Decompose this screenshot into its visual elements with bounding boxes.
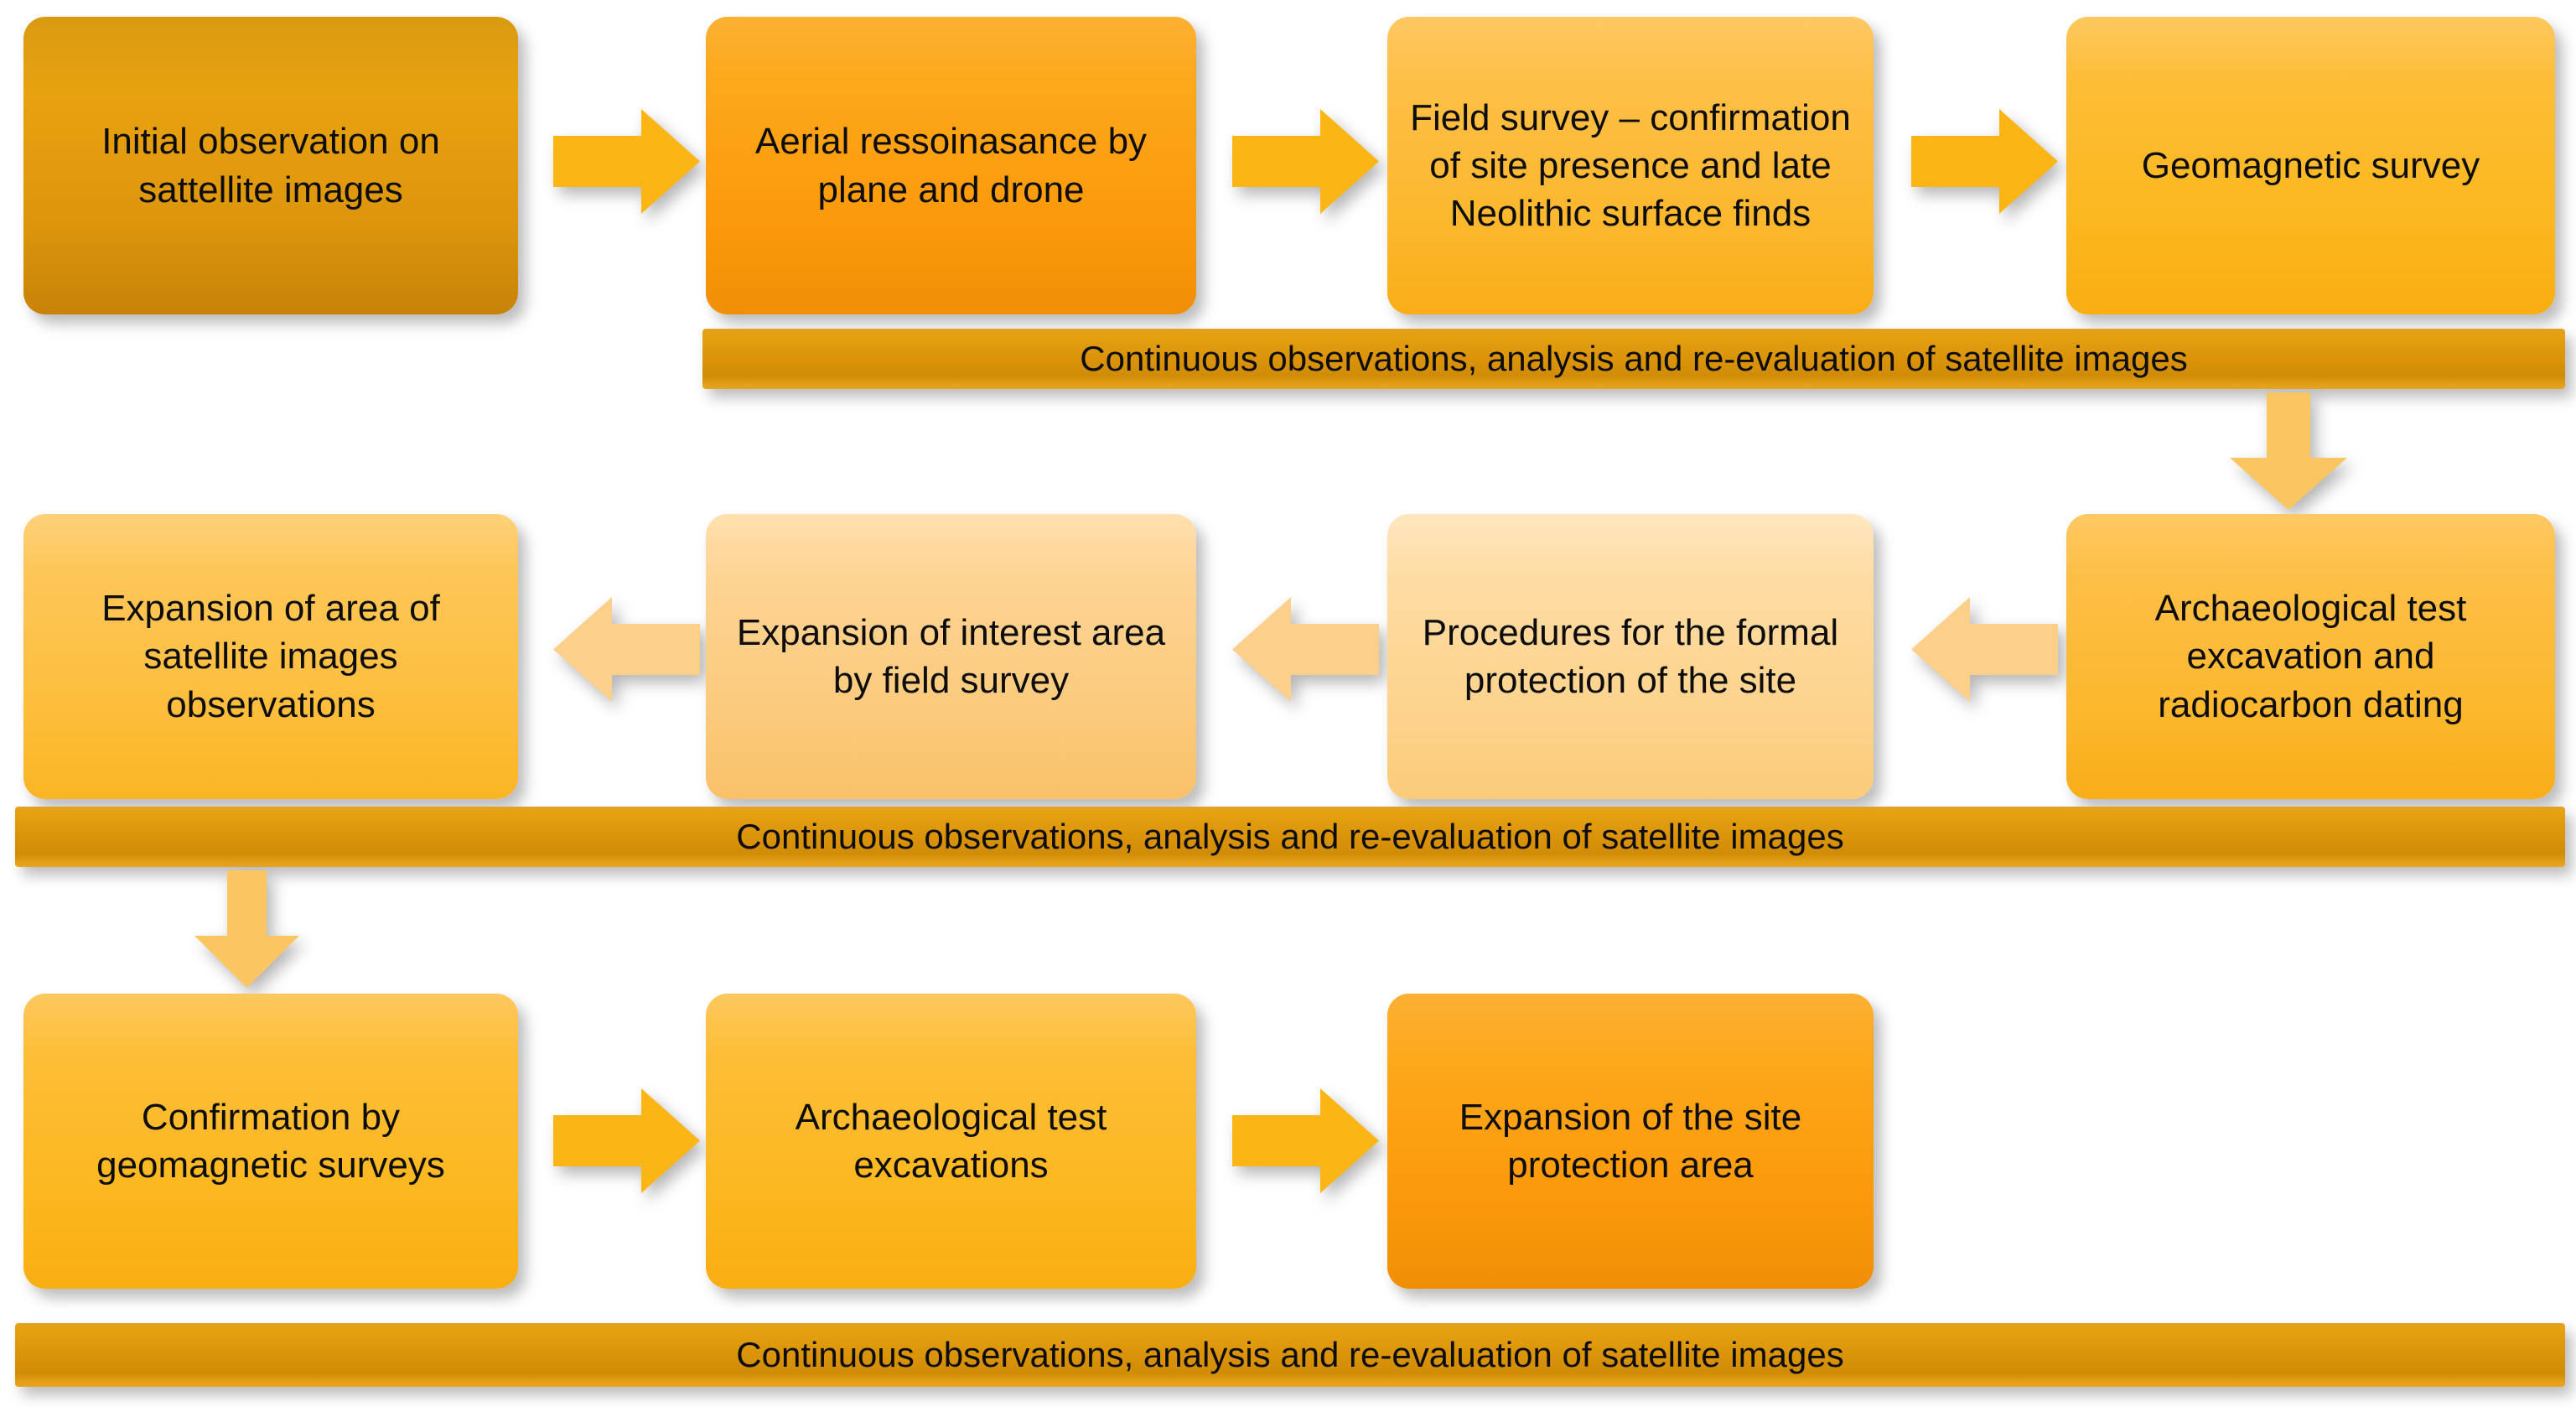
process-box-label: Procedures for the formal protection of … (1422, 611, 1839, 701)
banner-label: Continuous observations, analysis and re… (736, 817, 1844, 856)
process-box-aerial-reconnaissance[interactable]: Aerial ressoinasance by plane and drone (706, 17, 1196, 314)
process-box-label: Geomagnetic survey (2141, 144, 2480, 186)
banner-continuous-observations-2: Continuous observations, analysis and re… (15, 807, 2565, 867)
arrow-down-icon (194, 870, 299, 988)
banner-continuous-observations-3: Continuous observations, analysis and re… (15, 1323, 2565, 1387)
process-box-label: Initial observation on sattellite images (101, 121, 440, 210)
arrow-right-icon (1232, 109, 1379, 214)
arrow-down-icon (2230, 392, 2347, 510)
process-box-label: Archaeological test excavations (795, 1096, 1107, 1186)
arrow-left-icon (1232, 597, 1379, 702)
arrow-right-icon (553, 109, 700, 214)
process-box-expansion-of-satellite-observation-area[interactable]: Expansion of area of satellite images ob… (23, 514, 518, 799)
process-box-archaeological-test-excavations[interactable]: Archaeological test excavations (706, 994, 1196, 1289)
arrow-left-icon (553, 597, 700, 702)
banner-label: Continuous observations, analysis and re… (1080, 339, 2188, 378)
process-box-geomagnetic-survey[interactable]: Geomagnetic survey (2066, 17, 2555, 314)
arrow-right-icon (553, 1088, 700, 1193)
process-box-expansion-of-site-protection-area[interactable]: Expansion of the site protection area (1387, 994, 1874, 1289)
process-box-expansion-of-interest-area[interactable]: Expansion of interest area by field surv… (706, 514, 1196, 799)
process-box-label: Archaeological test excavation and radio… (2154, 588, 2467, 725)
process-box-confirmation-by-geomagnetic-surveys[interactable]: Confirmation by geomagnetic surveys (23, 994, 518, 1289)
arrow-right-icon (1911, 109, 2058, 214)
process-box-label: Expansion of interest area by field surv… (736, 611, 1166, 701)
process-box-formal-protection-procedures[interactable]: Procedures for the formal protection of … (1387, 514, 1874, 799)
process-box-label: Field survey – confirmation of site pres… (1410, 96, 1851, 235)
process-box-initial-observation[interactable]: Initial observation on sattellite images (23, 17, 518, 314)
process-box-label: Confirmation by geomagnetic surveys (96, 1096, 445, 1186)
process-box-label: Aerial ressoinasance by plane and drone (754, 121, 1148, 210)
process-box-label: Expansion of area of satellite images ob… (101, 588, 440, 725)
arrow-left-icon (1911, 597, 2058, 702)
process-box-label: Expansion of the site protection area (1459, 1096, 1802, 1186)
process-box-test-excavation-radiocarbon[interactable]: Archaeological test excavation and radio… (2066, 514, 2555, 799)
process-box-field-survey[interactable]: Field survey – confirmation of site pres… (1387, 17, 1874, 314)
banner-label: Continuous observations, analysis and re… (736, 1335, 1844, 1374)
arrow-right-icon (1232, 1088, 1379, 1193)
banner-continuous-observations-1: Continuous observations, analysis and re… (702, 329, 2565, 389)
